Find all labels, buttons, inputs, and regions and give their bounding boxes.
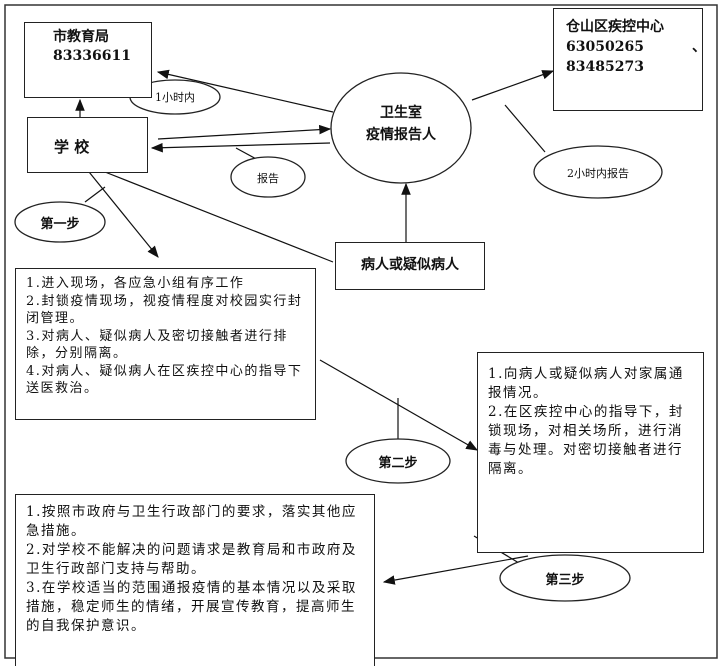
education-bureau-box: 市教育局 83336611 (24, 22, 152, 98)
clinic-line-2: 疫情报告人 (366, 127, 436, 143)
step2-ellipse (345, 438, 451, 484)
cdc-phone-1: 63050265 (566, 39, 644, 55)
step1-item: 1.进入现场，各应急小组有序工作 (26, 276, 245, 291)
step3-item: 2.对学校不能解决的问题请求是教育局和市政府及卫生行政部门支持与帮助。 (26, 542, 357, 577)
label-report-ellipse (230, 156, 306, 198)
bureau-name: 市教育局 (53, 29, 109, 45)
arrow-clinic-to-bureau (156, 69, 334, 113)
step1-item: 2.封锁疫情现场，视疫情程度对校园实行封闭管理。 (26, 293, 303, 327)
patient-box: 病人或疑似病人 (335, 242, 485, 290)
cdc-phone-2: 83485273 (566, 59, 644, 75)
label-step3: 第三步 (545, 573, 585, 588)
step2-item: 1.向病人或疑似病人对家属通报情况。 (488, 366, 684, 401)
school-box: 学 校 (27, 117, 148, 173)
step3-item: 3.在学校适当的范围通报疫情的基本情况以及采取措施，稳定师生的情绪，开展宣传教育… (26, 580, 357, 634)
step3-actions-box: 1.按照市政府与卫生行政部门的要求，落实其他应急措施。 2.对学校不能解决的问题… (15, 494, 375, 666)
label-2h-ellipse (533, 145, 663, 199)
label-step2: 第二步 (378, 456, 418, 471)
line-school-to-patient (104, 171, 334, 263)
step2-actions-box: 1.向病人或疑似病人对家属通报情况。 2.在区疾控中心的指导下，封锁现场，对相关… (477, 352, 704, 553)
patient-label: 病人或疑似病人 (361, 257, 459, 273)
label-step1: 第一步 (40, 217, 80, 232)
clinic-ellipse (330, 72, 472, 184)
step1-item: 4.对病人、疑似病人在区疾控中心的指导下送医救治。 (26, 363, 303, 397)
cdc-name: 仓山区疾控中心 (566, 19, 664, 35)
cdc-separator: 、 (691, 39, 706, 55)
arrow-school-to-clinic (157, 124, 332, 140)
school-label: 学 校 (54, 138, 90, 156)
arrow-step2-to-step3 (382, 555, 529, 585)
arrow-clinic-to-cdc (471, 70, 555, 101)
leader-step1 (84, 186, 106, 203)
label-report: 报告 (257, 172, 279, 185)
arrow-school-to-step1 (84, 166, 159, 258)
clinic-line-1: 卫生室 (380, 105, 422, 121)
arrow-clinic-to-school (150, 142, 331, 153)
cdc-box: 仓山区疾控中心 63050265 、 83485273 (553, 8, 706, 111)
step3-ellipse (499, 554, 631, 602)
step2-item: 2.在区疾控中心的指导下，封锁现场，对相关场所，进行消毒与处理。对密切接触者进行… (488, 404, 684, 477)
bureau-phone: 83336611 (53, 48, 131, 64)
label-1h: 1小时内 (155, 91, 195, 104)
label-2h: 2小时内报告 (567, 167, 629, 180)
clinic-label: 卫生室 疫情报告人 (331, 102, 471, 146)
step1-ellipse (14, 201, 106, 243)
step1-actions-box: 1.进入现场，各应急小组有序工作 2.封锁疫情现场，视疫情程度对校园实行封闭管理… (15, 268, 316, 420)
step1-item: 3.对病人、疑似病人及密切接触者进行排除，分别隔离。 (26, 328, 288, 362)
leader-2h (504, 104, 546, 153)
step3-item: 1.按照市政府与卫生行政部门的要求，落实其他应急措施。 (26, 504, 357, 539)
